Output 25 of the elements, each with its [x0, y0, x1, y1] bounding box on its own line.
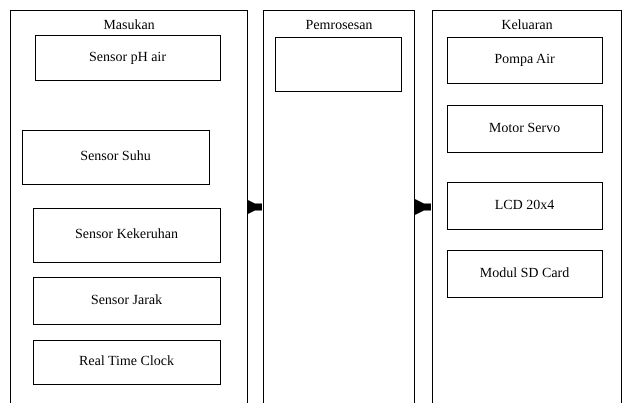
component-label: Pompa Air [493, 50, 556, 69]
group-title: Keluaran [500, 17, 554, 35]
component-label: Motor Servo [488, 119, 562, 138]
component-label: Sensor Suhu [79, 148, 152, 166]
empty-box [274, 36, 402, 92]
group-title: Masukan [102, 17, 156, 35]
component-label: Modul SD Card [478, 264, 570, 282]
component-box [446, 250, 602, 298]
component-box [446, 104, 602, 152]
component-label: Sensor pH air [88, 48, 167, 66]
component-box [32, 276, 220, 324]
group-title: Pemrosesan [304, 17, 374, 35]
component-label: LCD 20x4 [494, 196, 556, 214]
component-label: Sensor Jarak [90, 291, 164, 310]
component-box [32, 340, 220, 384]
component-label: Sensor Kekeruhan [74, 226, 180, 244]
group-panel [263, 10, 415, 403]
component-box [446, 182, 602, 230]
component-box [32, 208, 220, 262]
group-panel [432, 10, 622, 403]
group-panel [10, 10, 248, 403]
component-box [34, 34, 220, 80]
component-box [446, 36, 602, 84]
component-label: Real Time Clock [78, 352, 175, 371]
component-box [22, 130, 210, 184]
